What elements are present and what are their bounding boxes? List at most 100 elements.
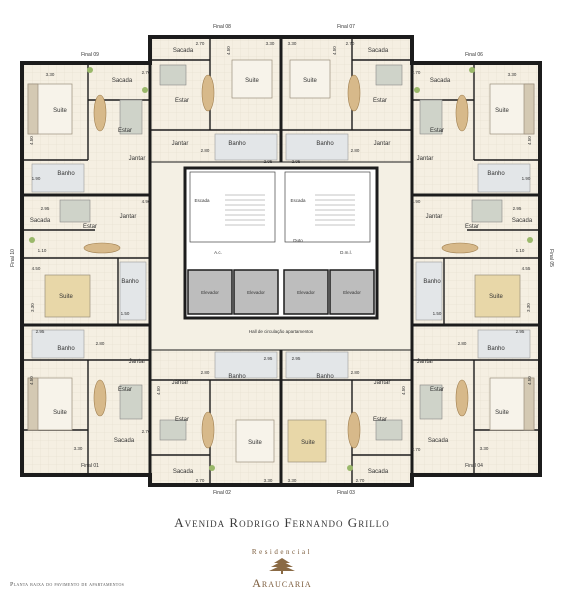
unit-label: Final 06 [465, 52, 483, 58]
room-label-sacada: Sacada [368, 469, 389, 475]
dimension-label: 1.50 [121, 311, 130, 316]
room-label-suite: Suite [53, 410, 67, 416]
plant [527, 237, 533, 243]
dimension-label: 4.50 [401, 386, 406, 395]
dimension-label: 2.80 [96, 341, 105, 346]
elevator-label: Elevador [201, 290, 219, 295]
room-label-estar: Estar [175, 98, 189, 104]
dimension-label: 1.50 [433, 311, 442, 316]
dimension-label: 2.95 [516, 329, 525, 334]
stair-label: Escada [290, 198, 306, 203]
dimension-label: 4.50 [32, 266, 41, 271]
room-label-jantar: Jantar [417, 359, 434, 365]
sofa [119, 99, 143, 135]
unit-label: Final 01 [81, 463, 99, 469]
room-label-sacada: Sacada [114, 438, 135, 444]
dimension-label: 3.30 [30, 303, 35, 312]
room-label-suite: Suite [248, 440, 262, 446]
room-label-sacada: Sacada [30, 218, 51, 224]
dimension-label: 2.70 [142, 429, 151, 434]
room-label-sacada: Sacada [512, 218, 533, 224]
room-label-suite: Suite [303, 78, 317, 84]
room-label-jantar: Jantar [129, 156, 146, 162]
dimension-label: 2.80 [351, 148, 360, 153]
sofa [119, 384, 143, 420]
dimension-label: 4.90 [412, 199, 421, 204]
room-label-suite: Suite [495, 410, 509, 416]
bathroom [214, 133, 278, 161]
room-label-estar: Estar [118, 387, 132, 393]
dimension-label: 2.70 [412, 70, 421, 75]
sofa [159, 64, 187, 86]
brand-prefix: Residencial [251, 548, 313, 556]
room-label-estar: Estar [430, 128, 444, 134]
bed [289, 59, 331, 99]
bed [231, 59, 273, 99]
dining-table [93, 94, 107, 132]
stair-right [284, 171, 371, 243]
plant [209, 465, 215, 471]
sofa [159, 419, 187, 441]
dimension-label: 2.95 [513, 206, 522, 211]
bed [235, 419, 275, 463]
unit-label: Final 10 [10, 249, 16, 267]
room-label-banho: Banho [121, 279, 139, 285]
elevator-3 [283, 269, 329, 315]
dimension-label: 4.50 [527, 136, 532, 145]
dimension-label: 2.70 [196, 478, 205, 483]
plant [414, 87, 420, 93]
elevator-4 [329, 269, 375, 315]
dimension-label: 2.70 [356, 478, 365, 483]
room-label-estar: Estar [118, 128, 132, 134]
elevator-label: Elevador [247, 290, 265, 295]
dimension-label: 4.50 [332, 46, 337, 55]
room-label-jantar: Jantar [129, 359, 146, 365]
dimension-label: 2.95 [41, 206, 50, 211]
room-label-suite: Suite [53, 108, 67, 114]
room-label-banho: Banho [316, 374, 334, 380]
unit-label: Final 04 [465, 463, 483, 469]
dimension-label: 3.30 [508, 72, 517, 77]
bathroom [119, 261, 147, 321]
dining-table [93, 379, 107, 417]
dimension-label: 2.95 [36, 329, 45, 334]
plant [87, 67, 93, 73]
room-label-jantar: Jantar [374, 380, 391, 386]
dimension-label: 2.70 [196, 41, 205, 46]
room-label-estar: Estar [373, 417, 387, 423]
room-label-jantar: Jantar [374, 141, 391, 147]
brand-name: Araucaria [252, 576, 312, 590]
plant [29, 237, 35, 243]
dimension-label: 4.55 [522, 266, 531, 271]
unit-label: Final 02 [213, 490, 231, 496]
sofa [419, 384, 443, 420]
room-label-jantar: Jantar [172, 380, 189, 386]
room-label-suite: Suite [489, 294, 503, 300]
unit-label: Final 09 [81, 52, 99, 58]
room-label-suite: Suite [245, 78, 259, 84]
araucaria-logo-icon [269, 558, 295, 574]
room-label-jantar: Jantar [120, 214, 137, 220]
room-label-jantar: Jantar [172, 141, 189, 147]
dining-table [347, 74, 361, 112]
stair-left [189, 171, 276, 243]
duct-label: Duto [293, 238, 303, 243]
sofa [59, 199, 91, 223]
dimension-label: 1.10 [516, 248, 525, 253]
unit-label: Final 05 [548, 249, 554, 267]
bathroom [214, 351, 278, 379]
room-label-banho: Banho [487, 171, 505, 177]
dimension-label: 3.30 [46, 72, 55, 77]
dimension-label: 2.95 [292, 159, 301, 164]
dml-label: D.m.l. [340, 250, 352, 255]
dimension-label: 3.30 [264, 478, 273, 483]
sofa [471, 199, 503, 223]
room-label-sacada: Sacada [112, 78, 133, 84]
room-label-sacada: Sacada [173, 469, 194, 475]
dimension-label: 2.80 [201, 148, 210, 153]
stair-label: Escada [194, 198, 210, 203]
bathroom [31, 329, 85, 359]
elevator-1 [187, 269, 233, 315]
dimension-label: 2.95 [264, 356, 273, 361]
dimension-label: 3.30 [74, 446, 83, 451]
